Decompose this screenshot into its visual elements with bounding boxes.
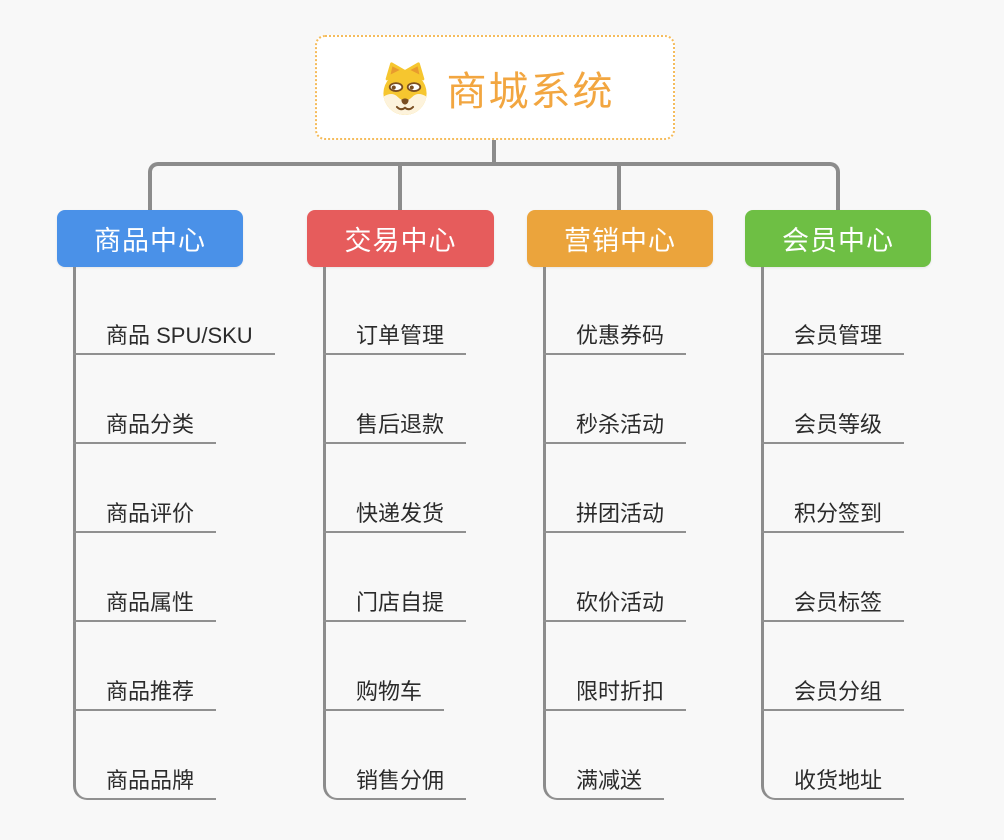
connector-drop-trade: [398, 166, 402, 210]
topic-member-center[interactable]: 会员中心: [745, 210, 931, 267]
branch-trunk-line: [323, 267, 326, 777]
topic-marketing-center[interactable]: 营销中心: [527, 210, 713, 267]
leaf-topic[interactable]: 限时折扣: [543, 676, 687, 711]
leaf-topic[interactable]: 商品评价: [73, 498, 217, 533]
leaf-topic[interactable]: 收货地址: [761, 765, 905, 800]
leaf-topic[interactable]: 会员分组: [761, 676, 905, 711]
branch-trunk-line: [73, 267, 76, 777]
doge-icon: [382, 61, 427, 115]
leaf-topic[interactable]: 会员等级: [761, 409, 905, 444]
connector-drop-marketing: [617, 166, 621, 210]
leaf-topic[interactable]: 会员管理: [761, 320, 905, 355]
leaf-topic[interactable]: 商品 SPU/SKU: [73, 320, 275, 355]
leaf-topic[interactable]: 拼团活动: [543, 498, 687, 533]
topic-product-center[interactable]: 商品中心: [57, 210, 243, 267]
leaf-topic[interactable]: 售后退款: [323, 409, 467, 444]
leaf-topic[interactable]: 优惠券码: [543, 320, 687, 355]
leaf-topic[interactable]: 商品推荐: [73, 676, 217, 711]
leaf-topic[interactable]: 积分签到: [761, 498, 905, 533]
leaf-topic[interactable]: 商品分类: [73, 409, 217, 444]
leaf-topic[interactable]: 门店自提: [323, 587, 467, 622]
leaf-topic[interactable]: 订单管理: [323, 320, 467, 355]
leaf-topic[interactable]: 商品属性: [73, 587, 217, 622]
leaf-topic[interactable]: 会员标签: [761, 587, 905, 622]
branch-trunk-line: [543, 267, 546, 777]
topic-trade-center[interactable]: 交易中心: [307, 210, 494, 267]
leaf-topic[interactable]: 秒杀活动: [543, 409, 687, 444]
leaf-topic[interactable]: 商品品牌: [73, 765, 217, 800]
root-topic[interactable]: 商城系统: [315, 35, 675, 140]
leaf-topic[interactable]: 满减送: [543, 765, 665, 800]
branch-trunk-line: [761, 267, 764, 777]
leaf-topic[interactable]: 销售分佣: [323, 765, 467, 800]
root-title: 商城系统: [446, 69, 615, 114]
leaf-topic[interactable]: 快递发货: [323, 498, 467, 533]
leaf-topic[interactable]: 砍价活动: [543, 587, 687, 622]
leaf-topic[interactable]: 购物车: [323, 676, 445, 711]
connector-bracket: [148, 162, 840, 210]
connector-root-stub: [492, 140, 496, 166]
